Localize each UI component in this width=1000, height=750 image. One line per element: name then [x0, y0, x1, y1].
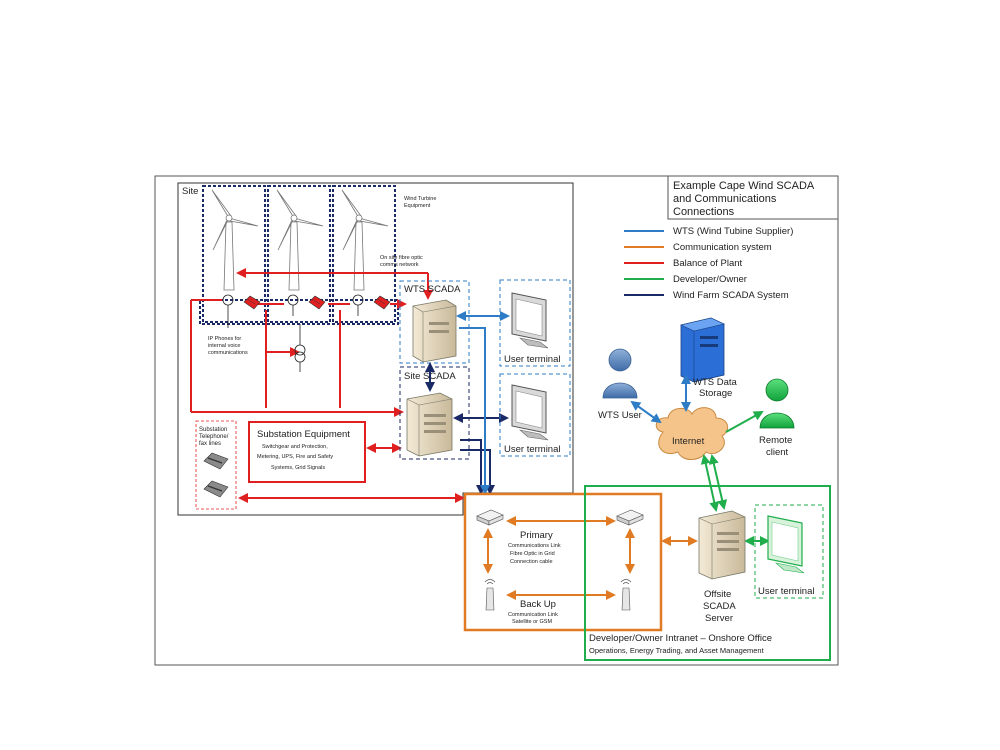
office-user-terminal-label: User terminal	[758, 586, 815, 597]
site-label: Site	[182, 186, 198, 197]
wts-user-label: WTS User	[598, 410, 642, 421]
wind-turbine-2	[276, 189, 324, 291]
wts-data-storage-icon	[680, 317, 725, 383]
fibre-network-label-1: On site fibre optic	[380, 255, 423, 261]
antenna-icon-2	[620, 579, 632, 611]
wind-farm-scada-lines	[425, 362, 509, 495]
legend-wfscada: Wind Farm SCADA System	[673, 290, 789, 301]
user-terminal-1-monitor	[511, 292, 549, 349]
telephone-icon-1	[203, 452, 229, 470]
user-terminal-2-box	[499, 373, 571, 457]
ip-phones-label-2: internal voice	[208, 343, 240, 349]
user-terminal-1-label: User terminal	[504, 354, 561, 365]
site-boundary	[177, 182, 574, 516]
wts-scada-label: WTS SCADA	[404, 284, 461, 295]
primary-label: Primary	[520, 530, 553, 541]
remote-client-label-1: Remote	[759, 435, 792, 446]
wts-scada-server	[412, 299, 457, 363]
primary-sub-1: Communications Link	[508, 543, 561, 549]
title-line-2: and Communications	[673, 193, 777, 205]
title-line-1: Example Cape Wind SCADA	[673, 180, 815, 192]
ip-phones-label-1: IP Phones for	[208, 336, 241, 342]
turbine-boxes	[199, 185, 399, 325]
substation-equipment-line-2: Metering, UPS, Fire and Safety	[257, 454, 333, 460]
developer-owner-office-box	[584, 485, 831, 661]
primary-sub-2: Fibre Optic in Grid	[510, 551, 555, 557]
substation-equipment-line-1: Switchgear and Protection,	[262, 444, 328, 450]
fibre-network-label-2: comms network	[380, 262, 419, 268]
substation-equipment-box	[248, 421, 366, 483]
office-user-terminal-monitor	[767, 515, 805, 574]
remote-client-label-2: client	[766, 447, 789, 458]
wts-data-label-1: WTS Data	[693, 377, 738, 388]
internet-wts-lines	[630, 374, 691, 424]
legend: WTS (Wind Tubine Supplier) Communication…	[624, 226, 793, 301]
intranet-label: Developer/Owner Intranet – Onshore Offic…	[589, 633, 772, 644]
router-icon-1	[476, 509, 504, 526]
backup-sub-2: Satellite or GSM	[512, 619, 552, 625]
balance-of-plant-lines	[190, 268, 465, 503]
wts-user-person-icon	[602, 348, 638, 399]
substation-phone-label-3: fax lines	[199, 441, 221, 447]
offsite-server-label-1: Offsite	[704, 589, 731, 600]
outer-frame	[154, 175, 839, 666]
telephone-icon-2	[203, 480, 229, 498]
title-box: Example Cape Wind SCADA and Communicatio…	[667, 175, 839, 220]
communication-lines	[483, 516, 698, 600]
remote-client-person-icon	[759, 378, 795, 429]
user-terminal-1-box	[499, 279, 571, 367]
legend-bop: Balance of Plant	[673, 258, 743, 269]
title-line-3: Connections	[673, 206, 735, 218]
site-scada-server	[406, 392, 453, 457]
intranet-sub-label: Operations, Energy Trading, and Asset Ma…	[589, 646, 765, 655]
offsite-server-label-3: Server	[705, 613, 733, 624]
substation-phone-box	[195, 420, 237, 510]
office-user-terminal-box	[754, 504, 824, 599]
offsite-server-label-2: SCADA	[703, 601, 736, 612]
offsite-scada-server-icon	[698, 510, 746, 580]
communication-system-box	[463, 492, 663, 632]
substation-phone-label-1: Substation	[199, 427, 227, 433]
turbine-transformers	[222, 294, 364, 372]
router-icon-2	[616, 509, 644, 526]
wind-turbine-1	[211, 189, 259, 291]
turbine-equipment-label-1: Wind Turbine	[404, 196, 436, 202]
turbine-equipment-label-2: Equipment	[404, 203, 431, 209]
substation-phone-label-2: Telephone/	[199, 434, 229, 440]
owner-lines	[700, 411, 770, 546]
legend-owner: Developer/Owner	[673, 274, 747, 285]
primary-sub-3: Connection cable	[510, 559, 553, 565]
legend-wts: WTS (Wind Tubine Supplier)	[673, 226, 793, 237]
user-terminal-2-monitor	[511, 384, 549, 441]
ip-phones-label-3: communications	[208, 350, 248, 356]
user-terminal-2-label: User terminal	[504, 444, 561, 455]
backup-label: Back Up	[520, 599, 556, 610]
wts-data-label-2: Storage	[699, 388, 732, 399]
backup-sub-1: Communication Link	[508, 612, 558, 618]
substation-equipment-line-3: Systems, Grid Signals	[271, 465, 325, 471]
legend-comm: Communication system	[673, 242, 772, 253]
wind-turbine-3	[341, 189, 389, 291]
antenna-icon-1	[484, 579, 496, 611]
ip-phone-icons	[243, 295, 391, 310]
internet-cloud	[655, 407, 729, 460]
substation-equipment-title: Substation Equipment	[257, 429, 350, 440]
internet-label: Internet	[672, 436, 705, 447]
